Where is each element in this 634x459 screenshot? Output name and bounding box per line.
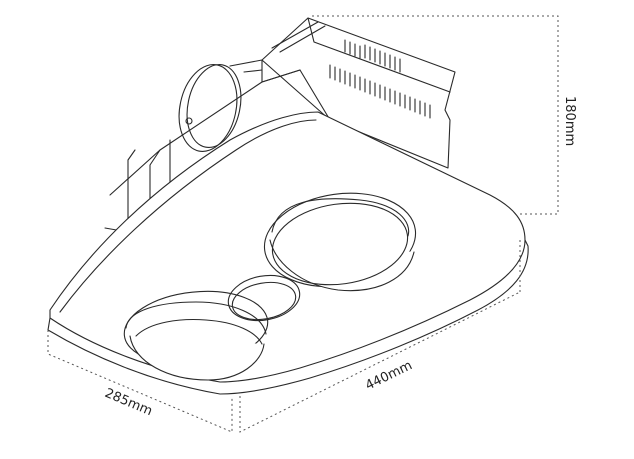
- length-dimension-line: [239, 240, 521, 433]
- heat-lamp-front: [123, 290, 269, 381]
- length-label: 440mm: [363, 358, 415, 393]
- heat-lamp-large: [263, 192, 417, 292]
- width-dimension-line: [47, 330, 233, 433]
- width-label: 285mm: [102, 386, 154, 419]
- vent-slots: [329, 39, 431, 119]
- height-dimension-line: [312, 15, 559, 215]
- height-label: 180mm: [562, 96, 577, 146]
